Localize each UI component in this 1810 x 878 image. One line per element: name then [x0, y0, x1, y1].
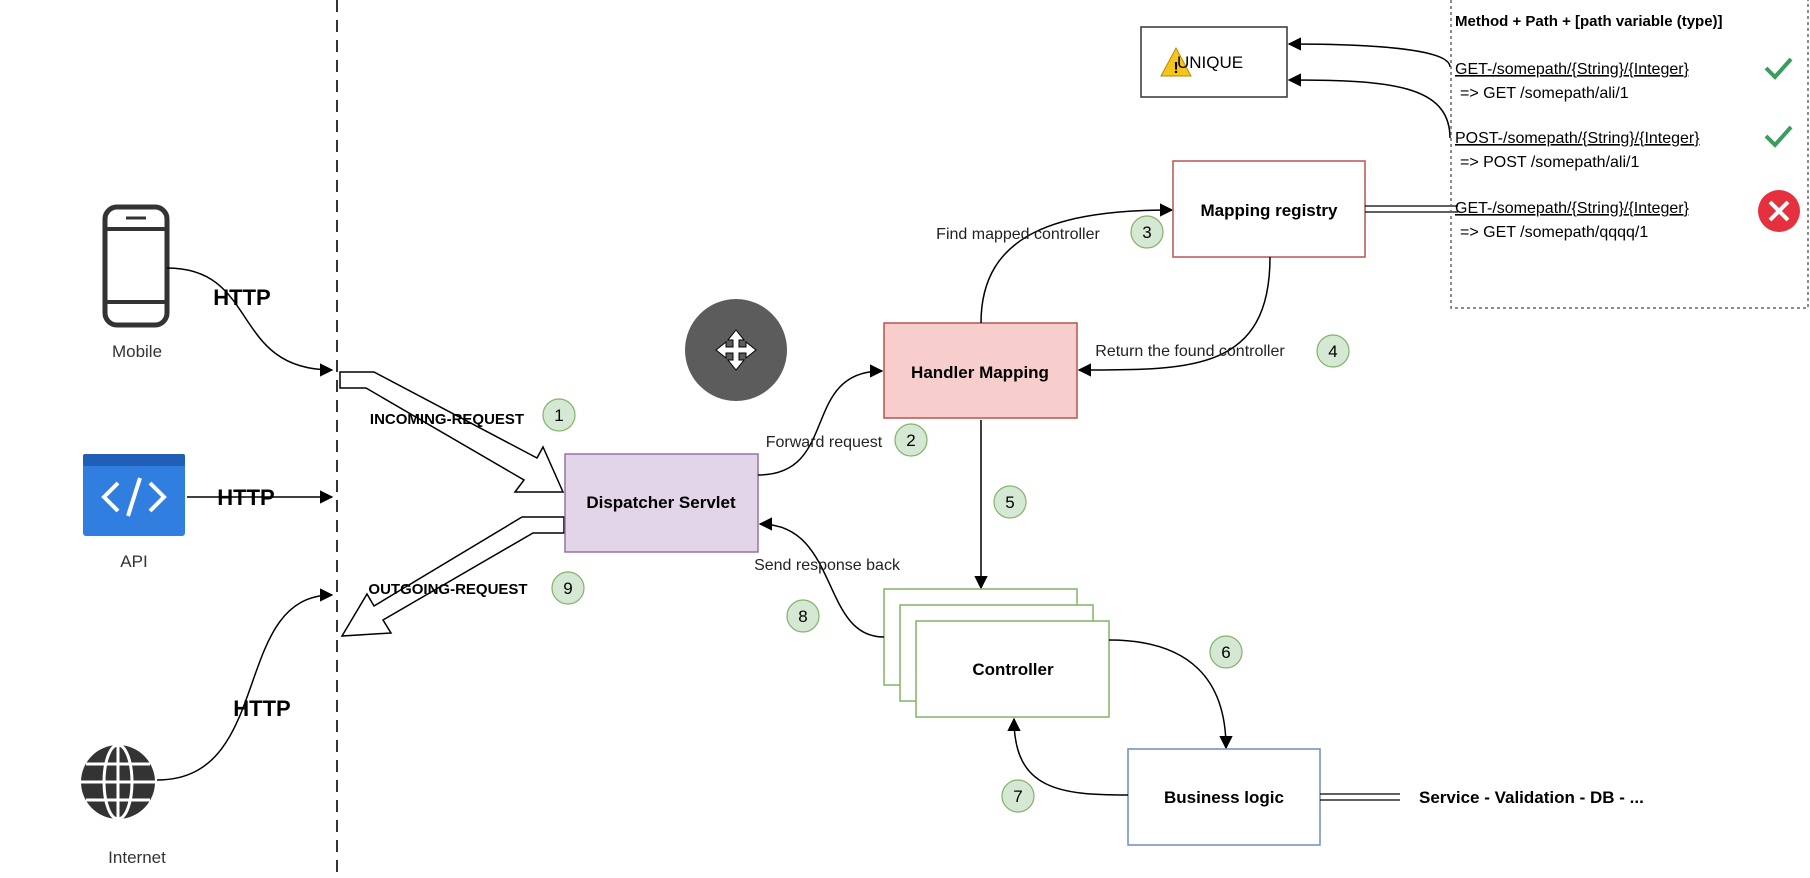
registry-entry: GET-/somepath/{String}/{Integer} => GET … [1455, 190, 1800, 241]
warning-icon: ! [1160, 46, 1192, 77]
mobile-protocol-label: HTTP [213, 285, 270, 310]
unique-node: ! UNIQUE [1140, 26, 1288, 98]
find-controller-label: Find mapped controller [936, 226, 1100, 243]
internet-label: Internet [108, 848, 166, 867]
svg-text:7: 7 [1013, 787, 1022, 806]
api-label: API [120, 552, 147, 571]
globe-icon [81, 743, 155, 821]
forward-request-label: Forward request [766, 434, 883, 451]
controller-node: Controller [883, 588, 1110, 718]
registry-panel-connector [1365, 205, 1458, 213]
internet-http-link [156, 588, 334, 781]
return-controller-label: Return the found controller [1095, 343, 1285, 360]
handler-mapping-node: Handler Mapping [883, 322, 1078, 419]
outgoing-request-arrow [340, 516, 565, 637]
unique-link-get [1287, 37, 1451, 68]
svg-text:POST-/somepath/{String}/{Integ: POST-/somepath/{String}/{Integer} [1455, 130, 1700, 147]
step-badge-5: 5 [993, 485, 1027, 519]
svg-text:=> POST /somepath/ali/1: => POST /somepath/ali/1 [1460, 154, 1639, 171]
svg-text:8: 8 [798, 607, 807, 626]
svg-text:=> GET /somepath/ali/1: => GET /somepath/ali/1 [1460, 85, 1629, 102]
dispatcher-servlet-node: Dispatcher Servlet [564, 453, 759, 553]
registry-entry: GET-/somepath/{String}/{Integer} => GET … [1455, 57, 1793, 102]
mobile-http-link [166, 267, 334, 377]
incoming-request-label: INCOMING-REQUEST [370, 411, 524, 428]
svg-text:Mapping registry: Mapping registry [1201, 201, 1339, 220]
find-controller-link [980, 203, 1174, 324]
registry-panel: Method + Path + [path variable (type)] G… [1450, 0, 1809, 309]
registry-entry: POST-/somepath/{String}/{Integer} => POS… [1455, 125, 1793, 171]
send-response-label: Send response back [754, 557, 901, 574]
step-badge-3: 3 [1130, 215, 1164, 249]
svg-text:Handler Mapping: Handler Mapping [911, 363, 1049, 382]
check-icon [1764, 57, 1793, 80]
svg-text:2: 2 [906, 431, 915, 450]
svg-text:9: 9 [563, 579, 572, 598]
step-badge-2: 2 [894, 423, 928, 457]
svg-text:1: 1 [554, 406, 563, 425]
api-protocol-label: HTTP [217, 485, 274, 510]
send-response-link [758, 517, 885, 638]
business-logic-node: Business logic [1127, 748, 1321, 846]
step-badge-1: 1 [542, 398, 576, 432]
mobile-label: Mobile [112, 342, 162, 361]
step-badge-4: 4 [1316, 334, 1350, 368]
svg-text:6: 6 [1221, 643, 1230, 662]
svg-text:3: 3 [1142, 223, 1151, 242]
step-badge-7: 7 [1001, 779, 1035, 813]
return-controller-link [1077, 256, 1271, 377]
svg-text:GET-/somepath/{String}/{Intege: GET-/somepath/{String}/{Integer} [1455, 200, 1690, 217]
step-badge-9: 9 [551, 571, 585, 605]
unique-link-post [1287, 73, 1451, 139]
service-chain-label: Service - Validation - DB - ... [1419, 788, 1644, 807]
svg-text:Dispatcher Servlet: Dispatcher Servlet [586, 493, 736, 512]
mobile-client: Mobile [102, 204, 170, 361]
svg-text:UNIQUE: UNIQUE [1177, 53, 1243, 72]
mobile-phone-icon [102, 204, 170, 328]
forward-request-link [757, 364, 884, 476]
error-icon [1758, 190, 1800, 232]
incoming-request-arrow [339, 371, 565, 493]
api-code-icon [83, 454, 185, 536]
svg-text:!: ! [1173, 60, 1178, 77]
api-client: API [83, 454, 185, 571]
outgoing-request-label: OUTGOING-REQUEST [368, 581, 527, 598]
internet-protocol-label: HTTP [233, 696, 290, 721]
svg-text:5: 5 [1005, 493, 1014, 512]
move-cursor-icon[interactable] [685, 299, 787, 401]
business-service-connector [1320, 793, 1400, 801]
check-icon [1764, 125, 1793, 148]
svg-text:4: 4 [1328, 342, 1337, 361]
svg-text:=> GET /somepath/qqqq/1: => GET /somepath/qqqq/1 [1460, 224, 1648, 241]
mapping-registry-node: Mapping registry [1172, 160, 1366, 258]
step-badge-6: 6 [1209, 635, 1243, 669]
controller-to-business-link [1108, 639, 1233, 750]
registry-panel-title: Method + Path + [path variable (type)] [1455, 13, 1723, 30]
svg-text:Business logic: Business logic [1164, 788, 1284, 807]
svg-text:GET-/somepath/{String}/{Intege: GET-/somepath/{String}/{Integer} [1455, 61, 1690, 78]
business-to-controller-link [1007, 717, 1129, 796]
internet-client: Internet [81, 743, 166, 867]
step-badge-8: 8 [786, 599, 820, 633]
svg-text:Controller: Controller [972, 660, 1054, 679]
